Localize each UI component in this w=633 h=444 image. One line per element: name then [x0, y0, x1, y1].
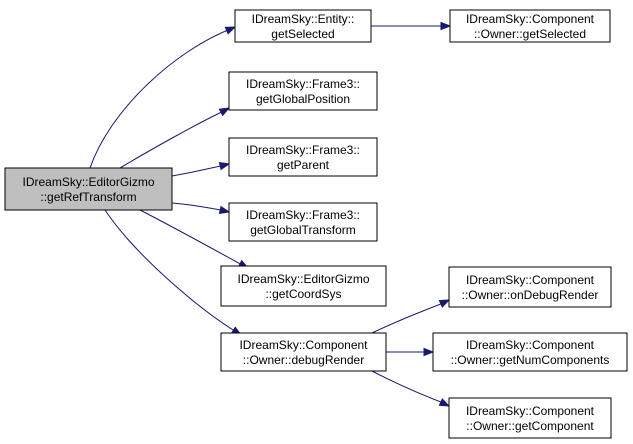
node-label-line1: IDreamSky::Component [239, 338, 368, 352]
node-component-owner-getnumcomponents[interactable]: IDreamSky::Component::Owner::getNumCompo… [432, 332, 628, 372]
edges-layer [89, 21, 452, 407]
node-label-line2: getSelected [271, 27, 334, 41]
edge-entity-getselected-to-component-owner-getselected [371, 21, 452, 31]
edge-root-to-entity-getselected [89, 26, 237, 169]
node-component-owner-getcomponent[interactable]: IDreamSky::Component::Owner::getComponen… [448, 397, 612, 439]
arrowhead-icon [438, 398, 451, 407]
node-box [228, 71, 378, 111]
node-box [228, 137, 378, 177]
node-box [234, 9, 372, 43]
arrowhead-icon [218, 162, 231, 171]
edge-root-to-frame3-getglobalposition [119, 107, 231, 169]
node-label-line2: getParent [277, 158, 330, 172]
node-label-line2: getGlobalPosition [256, 92, 350, 106]
node-box [432, 332, 628, 372]
edge-line [89, 27, 234, 169]
node-frame3-getglobaltransform[interactable]: IDreamSky::Frame3::getGlobalTransform [228, 202, 378, 242]
node-label-line2: getGlobalTransform [250, 223, 356, 237]
node-frame3-getparent[interactable]: IDreamSky::Frame3::getParent [228, 137, 378, 177]
node-label-line2: ::getRefTransform [40, 190, 136, 204]
node-box [220, 265, 387, 307]
node-label-line2: ::Owner::getComponent [466, 419, 594, 433]
node-label-line1: IDreamSky::Frame3:: [246, 143, 360, 157]
node-box [448, 397, 612, 439]
nodes-layer: IDreamSky::EditorGizmo::getRefTransformI… [4, 9, 628, 439]
node-label-line1: IDreamSky::EditorGizmo [22, 175, 154, 189]
node-box [220, 332, 387, 372]
node-label-line2: ::getCoordSys [265, 287, 341, 301]
node-box [228, 202, 378, 242]
node-frame3-getglobalposition[interactable]: IDreamSky::Frame3::getGlobalPosition [228, 71, 378, 111]
arrowhead-icon [218, 107, 231, 117]
edge-component-owner-debugrender-to-component-owner-getnumcomponents [386, 347, 435, 357]
arrowhead-icon [440, 21, 452, 31]
node-label-line2: ::Owner::getSelected [474, 27, 586, 41]
node-label-line1: IDreamSky::Component [466, 404, 595, 418]
node-label-line2: ::Owner::onDebugRender [462, 288, 599, 302]
node-box [448, 266, 612, 308]
edge-line [104, 209, 239, 334]
edge-component-owner-debugrender-to-component-owner-getcomponent [371, 370, 451, 407]
edge-line [371, 301, 447, 334]
edge-line [371, 370, 447, 405]
edge-root-to-frame3-getparent [171, 162, 231, 177]
node-editorgizmo-getcoordsys[interactable]: IDreamSky::EditorGizmo::getCoordSys [220, 265, 387, 307]
node-label-line1: IDreamSky::Component [466, 338, 595, 352]
arrowhead-icon [224, 26, 237, 35]
node-label-line2: ::Owner::getNumComponents [451, 353, 610, 367]
node-root[interactable]: IDreamSky::EditorGizmo::getRefTransform [4, 167, 173, 211]
edge-line [139, 209, 245, 267]
node-label-line1: IDreamSky::Component [466, 12, 595, 26]
arrowhead-icon [218, 205, 231, 215]
edge-line [171, 202, 227, 212]
node-label-line1: IDreamSky::Component [466, 273, 595, 287]
edge-root-to-frame3-getglobaltransform [171, 202, 231, 215]
node-box [449, 9, 611, 43]
node-label-line1: IDreamSky::EditorGizmo [237, 272, 369, 286]
node-label-line2: ::Owner::debugRender [243, 353, 364, 367]
node-box [4, 167, 173, 211]
edge-line [171, 164, 227, 177]
arrowhead-icon [438, 299, 451, 308]
node-label-line1: IDreamSky::Entity:: [252, 12, 355, 26]
arrowhead-icon [423, 347, 435, 357]
node-label-line1: IDreamSky::Frame3:: [246, 77, 360, 91]
edge-component-owner-debugrender-to-component-owner-ondebugrender [371, 299, 451, 334]
node-component-owner-getselected[interactable]: IDreamSky::Component::Owner::getSelected [449, 9, 611, 43]
node-label-line1: IDreamSky::Frame3:: [246, 208, 360, 222]
node-component-owner-debugrender[interactable]: IDreamSky::Component::Owner::debugRender [220, 332, 387, 372]
node-entity-getselected[interactable]: IDreamSky::Entity::getSelected [234, 9, 372, 43]
edge-line [119, 109, 227, 169]
node-component-owner-ondebugrender[interactable]: IDreamSky::Component::Owner::onDebugRend… [448, 266, 612, 308]
